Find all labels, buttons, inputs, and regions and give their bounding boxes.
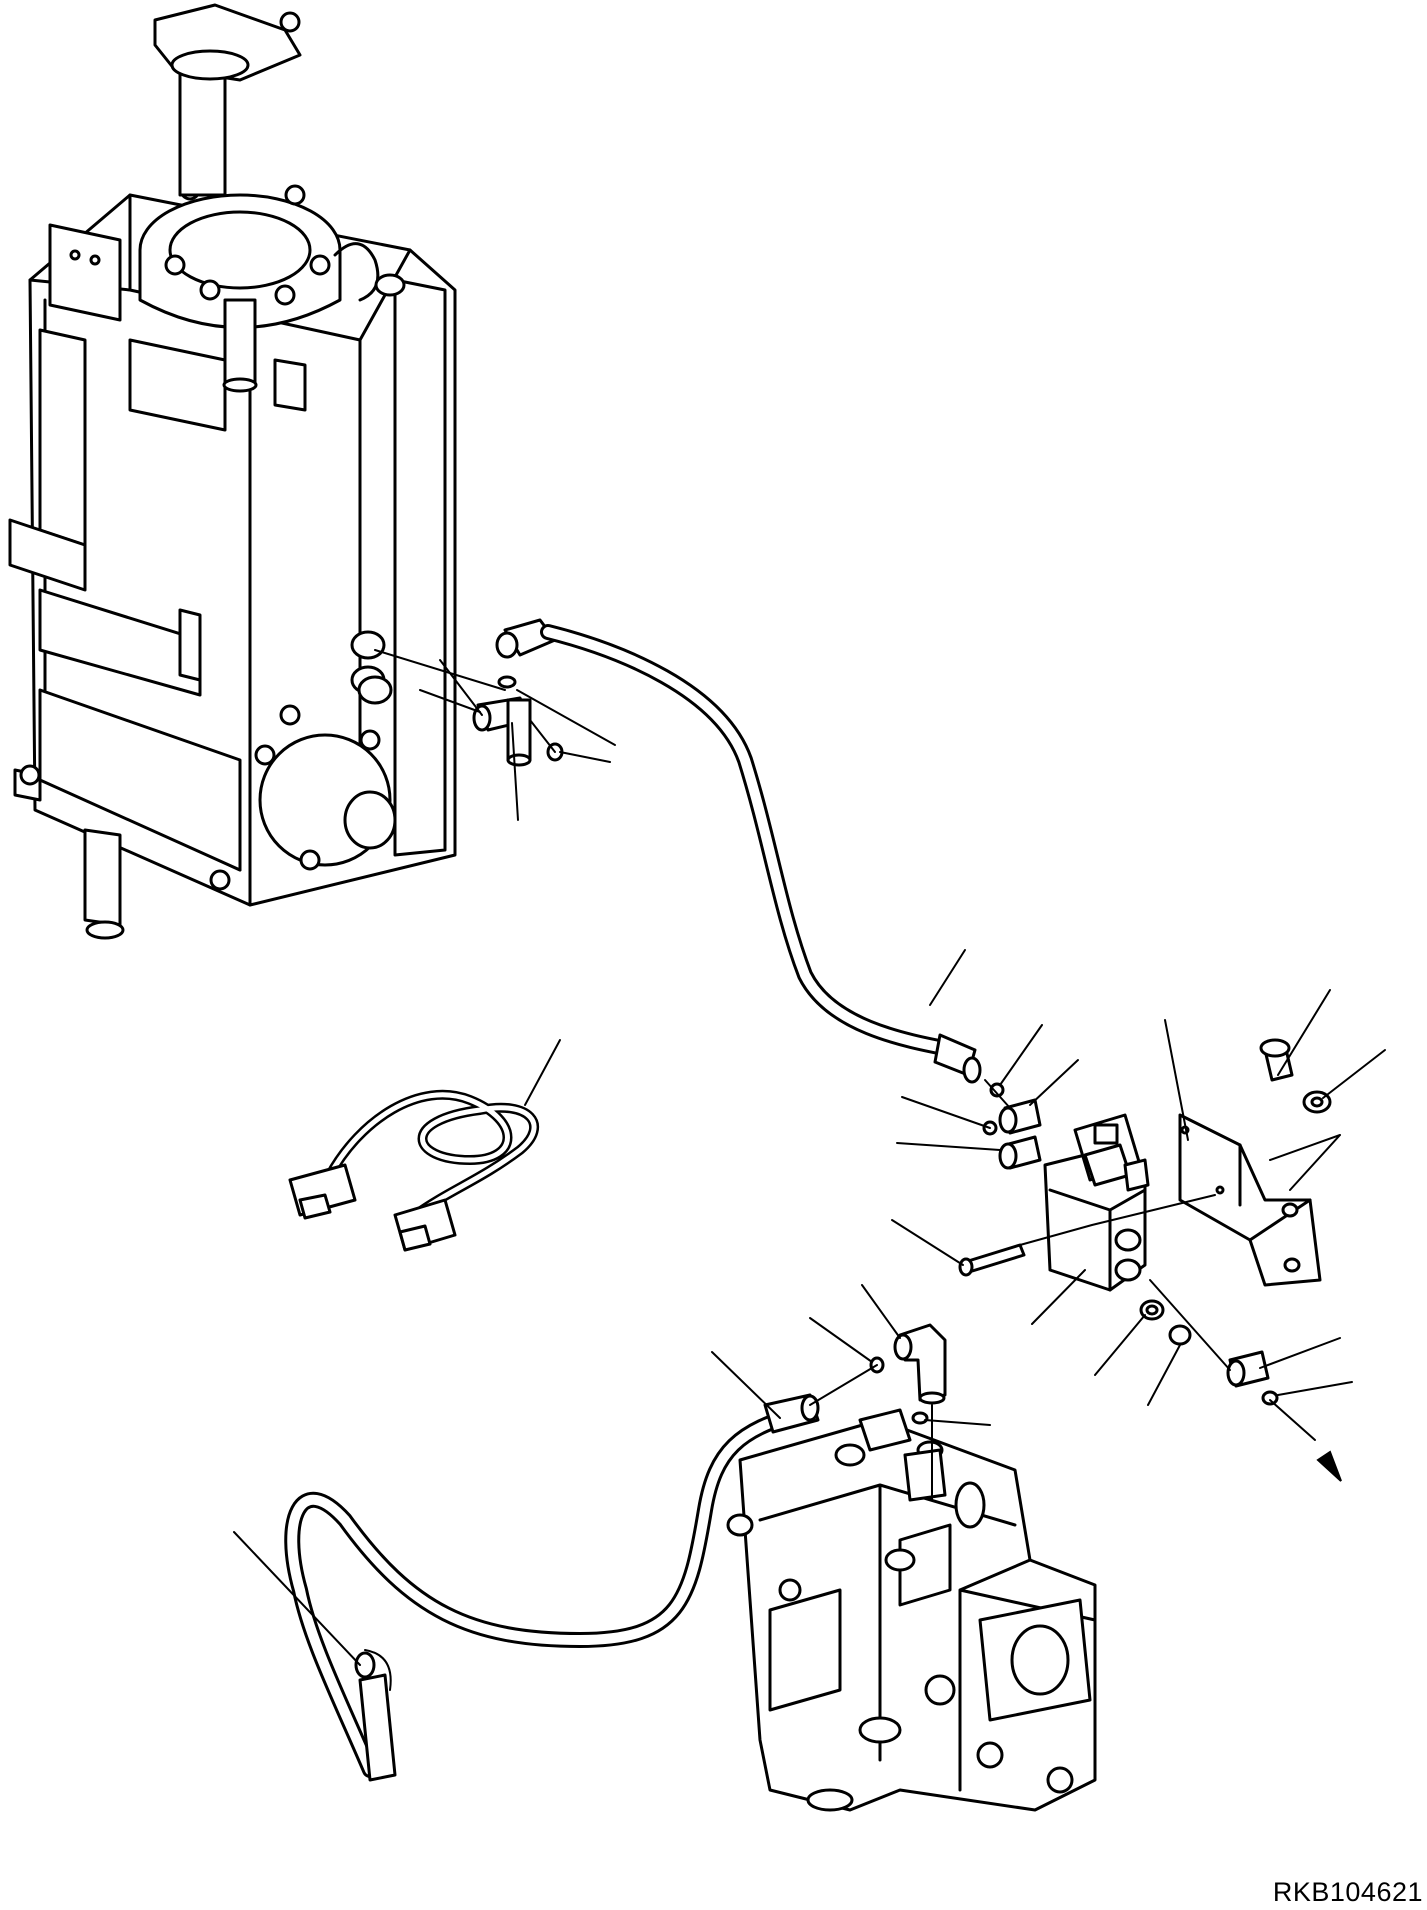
elbow-fitting (869, 1323, 947, 1425)
valve-fittings (982, 1082, 1042, 1170)
mounting-bracket (1178, 1113, 1322, 1287)
lower-hose (284, 1393, 820, 1782)
drawing-id-label: RKB104621 (1272, 1877, 1423, 1907)
hydraulic-pump (726, 1408, 1097, 1812)
callout-leaders (233, 649, 1386, 1666)
lower-valve-fittings (1139, 1299, 1279, 1406)
bolt-and-washer (1259, 1038, 1332, 1114)
o-ring (497, 675, 517, 689)
long-bolt (958, 1243, 1026, 1277)
tee-fitting (439, 659, 564, 767)
upper-hose (495, 618, 982, 1084)
solenoid-valve-block (1043, 1113, 1150, 1292)
wire-harness (288, 1089, 540, 1252)
hydraulic-tank (8, 3, 457, 940)
